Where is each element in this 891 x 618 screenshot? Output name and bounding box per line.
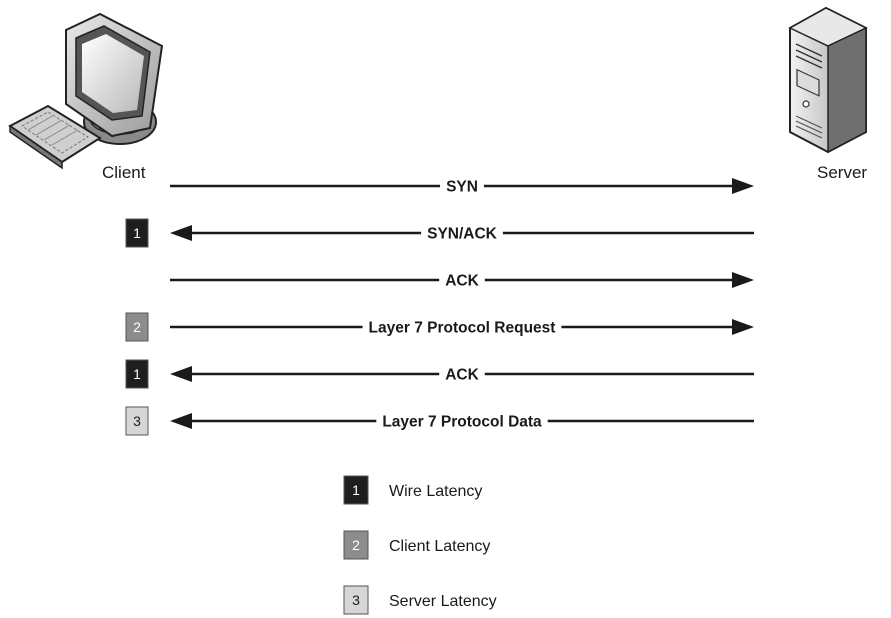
legend-label: Client Latency (389, 538, 490, 555)
message-label: ACK (445, 273, 479, 290)
desktop-computer-icon (8, 12, 164, 170)
latency-badge: 1 (125, 359, 149, 389)
message-label: ACK (445, 367, 479, 384)
legend-label: Server Latency (389, 593, 497, 610)
message-row: SYN (170, 178, 754, 196)
message-label: Layer 7 Protocol Request (369, 320, 556, 337)
legend-number: 1 (352, 482, 360, 498)
legend-swatch (343, 585, 369, 615)
latency-badge-number: 1 (133, 366, 141, 382)
latency-badge-number: 1 (133, 225, 141, 241)
legend-item: 3 Server Latency (343, 585, 497, 615)
message-row: ACK 1 (125, 359, 754, 389)
arrow-left-icon (170, 366, 192, 382)
arrow-left-icon (170, 413, 192, 429)
legend-swatch (343, 530, 369, 560)
message-label: SYN/ACK (427, 226, 498, 243)
latency-badge: 3 (125, 406, 149, 436)
arrow-right-icon (732, 178, 754, 194)
legend-item: 1 Wire Latency (343, 475, 482, 505)
legend-number: 2 (352, 537, 360, 553)
legend-item: 2 Client Latency (343, 530, 490, 560)
message-row: ACK (170, 272, 754, 290)
message-label: Layer 7 Protocol Data (382, 414, 542, 431)
legend-label: Wire Latency (389, 483, 482, 500)
message-row: SYN/ACK 1 (125, 218, 754, 248)
legend-number: 3 (352, 592, 360, 608)
arrow-right-icon (732, 319, 754, 335)
arrow-left-icon (170, 225, 192, 241)
server-label: Server (817, 163, 867, 182)
legend-swatch (343, 475, 369, 505)
message-row: Layer 7 Protocol Data 3 (125, 406, 754, 436)
message-row: Layer 7 Protocol Request 2 (125, 312, 754, 342)
latency-badge: 2 (125, 312, 149, 342)
latency-badge-number: 2 (133, 319, 141, 335)
arrow-right-icon (732, 272, 754, 288)
server-tower-icon (788, 6, 868, 154)
latency-badge: 1 (125, 218, 149, 248)
client-label: Client (102, 163, 146, 182)
message-label: SYN (446, 179, 478, 196)
latency-badge-number: 3 (133, 413, 141, 429)
